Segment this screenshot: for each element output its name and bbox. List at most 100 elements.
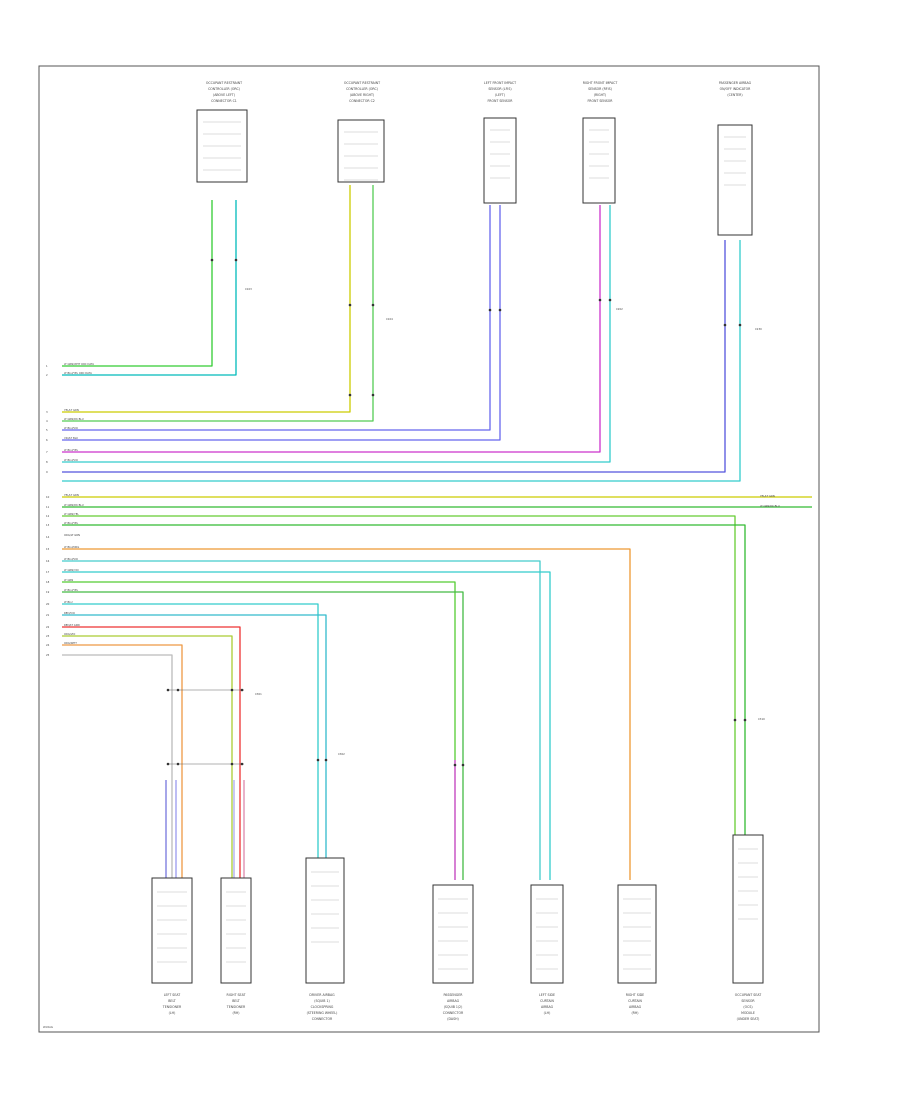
inline-connector-dot	[348, 393, 352, 397]
bottom-component-label: (UNDER SEAT)	[737, 1017, 760, 1021]
pin-number: 20	[46, 602, 50, 606]
inline-connector-dot	[348, 303, 352, 307]
top-component-label: (ABOVE LEFT)	[213, 93, 235, 97]
top-component-label: (CENTER)	[727, 93, 742, 97]
wire-row-1	[62, 200, 213, 367]
bottom-component-label: AIRBAG	[541, 1005, 554, 1009]
wire-label: LT BLU/YEL	[64, 448, 79, 452]
wire-label: LT BLU/YEL ORC DATA	[64, 371, 92, 375]
inline-connector-dot	[234, 258, 238, 262]
top-component-t3	[483, 117, 517, 204]
pin-number: 19	[46, 590, 50, 594]
wire-label: LT BLU/VIO	[64, 426, 78, 430]
bottom-component-label: (STEERING WHEEL)	[307, 1011, 338, 1015]
labels: LT GRN/WHT ORC DATA LT BLU/YEL ORC DATA YE…	[46, 81, 765, 1021]
wire-label: LT BLU/VIO	[64, 458, 78, 462]
wire-label: LT GRN/WHT ORC DATA	[64, 362, 94, 366]
inline-connector-dot	[371, 393, 375, 397]
inline-connector-dot	[166, 762, 170, 766]
inline-connector-dot	[453, 763, 457, 767]
wire-label: ORG/VIO	[64, 632, 75, 636]
pin-number: 21	[46, 613, 50, 617]
wire-row-bus-4	[62, 524, 746, 835]
bottom-component-label: LEFT SIDE	[539, 993, 555, 997]
pin-number: 1	[46, 364, 48, 368]
wire-row-3	[62, 185, 351, 413]
bottom-component-label: LEFT SEAT	[164, 993, 180, 997]
bottom-component-label: DRIVER AIRBAG	[309, 993, 335, 997]
top-component-label: (ABOVE RIGHT)	[350, 93, 374, 97]
inline-connector-dot	[176, 762, 180, 766]
top-component-label: (RIGHT)	[594, 93, 606, 97]
wire-label: LT GRN	[64, 578, 73, 582]
bottom-component-label: SENSOR	[741, 999, 755, 1003]
footer-reference: W-DIAG	[43, 1025, 53, 1029]
connector-tag: C103	[245, 287, 252, 291]
bottom-component-label: (OCS)	[743, 1005, 752, 1009]
connector-box	[337, 119, 385, 183]
bottom-component-label: CONNECTOR	[312, 1017, 333, 1021]
connector-tag: C230	[755, 327, 762, 331]
wire-label: LT BLU/YEL	[64, 588, 79, 592]
top-component-label: CONNECTOR C2	[349, 99, 375, 103]
right-label-2: LT GRN/DK BLU	[760, 504, 780, 508]
bottom-component-b1	[151, 877, 193, 984]
bottom-component-label: PASSENGER	[443, 993, 463, 997]
bottom-component-label: OCCUPANT SEAT	[735, 993, 762, 997]
wire-label: LT GRN/DK BLU	[64, 417, 84, 421]
inline-connector-dot	[723, 323, 727, 327]
wire-label: ORG/WHT	[64, 641, 77, 645]
wire-row-9	[62, 240, 726, 473]
connector-box	[717, 124, 753, 236]
wire-row-2	[62, 200, 237, 376]
wire-row-l11	[62, 654, 173, 880]
wire-label: LT BLU	[64, 600, 73, 604]
bottom-component-label: RIGHT SIDE	[626, 993, 644, 997]
right-label-1: YEL/LT GRN	[760, 494, 775, 498]
inline-connector-dot	[598, 298, 602, 302]
top-component-t5	[717, 124, 753, 236]
bottom-component-label: CONNECTOR	[443, 1011, 464, 1015]
wire-row-l10	[62, 644, 183, 880]
connector-tag: C301	[255, 692, 262, 696]
wire-row-4	[62, 185, 374, 422]
wire-row-7	[62, 205, 601, 453]
pin-number: 6	[46, 438, 48, 442]
inline-connector-dot	[461, 763, 465, 767]
wire-label: RED/LT GRN	[64, 623, 80, 627]
wire-row-6	[62, 205, 501, 441]
wire-row-l6	[62, 603, 319, 860]
bottom-component-b6	[617, 884, 657, 984]
pin-number: 22	[46, 625, 50, 629]
inline-connector-dot	[316, 758, 320, 762]
top-component-label: OCCUPANT RESTRAINT	[206, 81, 242, 85]
pin-number: 25	[46, 653, 50, 657]
pin-number: 11	[46, 505, 50, 509]
inline-connector-dot	[371, 303, 375, 307]
inline-connector-dot	[488, 308, 492, 312]
bottom-component-label: AIRBAG	[447, 999, 460, 1003]
wire-row-8	[62, 205, 611, 463]
inline-connector-dot	[176, 688, 180, 692]
top-component-label: (LEFT)	[495, 93, 505, 97]
pin-number: 23	[46, 634, 50, 638]
top-component-t1	[196, 109, 248, 183]
pin-number: 5	[46, 428, 48, 432]
wires	[62, 185, 812, 880]
connector-box	[305, 857, 345, 984]
wire-label: LT BLU/YEL	[64, 521, 79, 525]
connector-box	[617, 884, 657, 984]
inline-connector-dot	[240, 688, 244, 692]
bottom-component-label: CURTAIN	[628, 999, 642, 1003]
connector-tag: C202	[616, 307, 623, 311]
inline-connector-dot	[166, 688, 170, 692]
top-component-label: SENSOR (LFIS)	[488, 87, 511, 91]
inline-connector-dot	[498, 308, 502, 312]
connector-box	[151, 877, 193, 984]
pin-number: 16	[46, 559, 50, 563]
wire-label: YEL/LT GRN	[64, 408, 79, 412]
inline-connector-dot	[210, 258, 214, 262]
bottom-component-label: AIRBAG	[629, 1005, 642, 1009]
wire-row-l8	[62, 626, 241, 880]
